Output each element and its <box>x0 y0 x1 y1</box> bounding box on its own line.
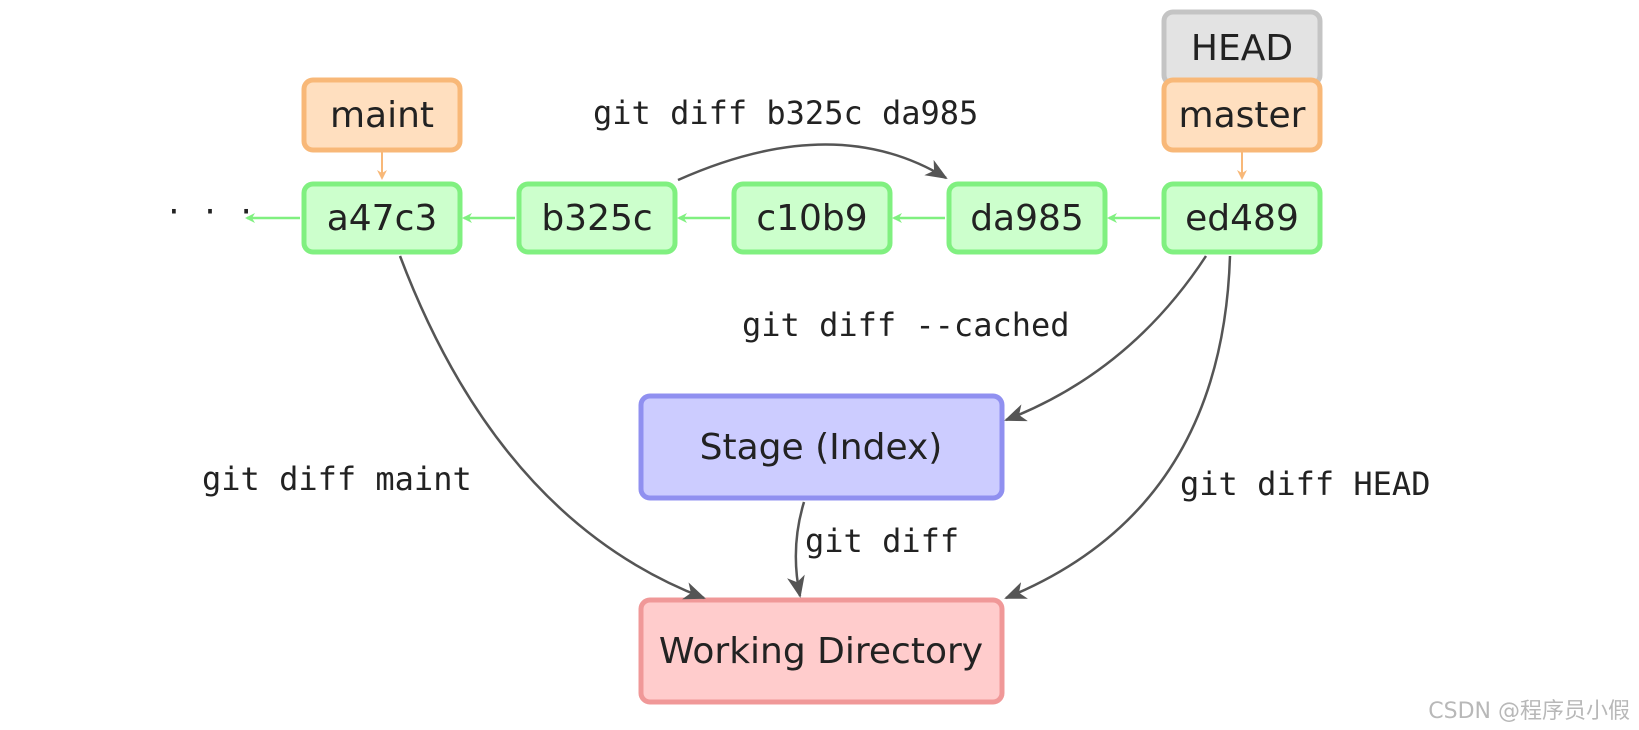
commit-b325c: b325c <box>516 181 678 255</box>
cmd-diff-cached: git diff --cached <box>742 306 1070 344</box>
working-directory-box: Working Directory <box>638 597 1005 705</box>
commit-da985: da985 <box>946 181 1108 255</box>
commit-a47c3: a47c3 <box>301 181 463 255</box>
diff-arrow-maint <box>398 255 706 600</box>
commit-ed489: ed489 <box>1161 181 1323 255</box>
commit-ed489-label: ed489 <box>1185 198 1299 239</box>
commit-c10b9: c10b9 <box>731 181 893 255</box>
commit-da985-label: da985 <box>970 198 1084 239</box>
commit-a47c3-label: a47c3 <box>327 198 438 239</box>
master-label: master <box>1179 95 1306 136</box>
diff-arrow-stage-working <box>787 501 806 598</box>
cmd-diff-b325c-da985: git diff b325c da985 <box>593 94 978 132</box>
maint-label: maint <box>330 95 434 136</box>
cmd-diff-head: git diff HEAD <box>1180 465 1430 503</box>
stage-index-box: Stage (Index) <box>638 393 1005 501</box>
diff-arrow-head <box>1004 255 1232 600</box>
watermark: CSDN @程序员小假 <box>1428 699 1630 724</box>
working-directory-label: Working Directory <box>659 631 983 672</box>
diff-arrow-b325c-da985 <box>677 143 948 182</box>
master-ref: master <box>1161 77 1323 153</box>
stage-index-label: Stage (Index) <box>700 427 943 468</box>
cmd-diff-maint: git diff maint <box>202 460 472 498</box>
commit-b325c-label: b325c <box>541 198 652 239</box>
older-commits-ellipsis: · · · <box>165 195 255 230</box>
diff-arrow-cached <box>1004 255 1208 422</box>
head-label: HEAD <box>1191 28 1293 69</box>
head-ref: HEAD <box>1161 9 1323 87</box>
maint-ref: maint <box>301 77 463 153</box>
commit-c10b9-label: c10b9 <box>756 198 867 239</box>
cmd-diff: git diff <box>805 522 959 560</box>
